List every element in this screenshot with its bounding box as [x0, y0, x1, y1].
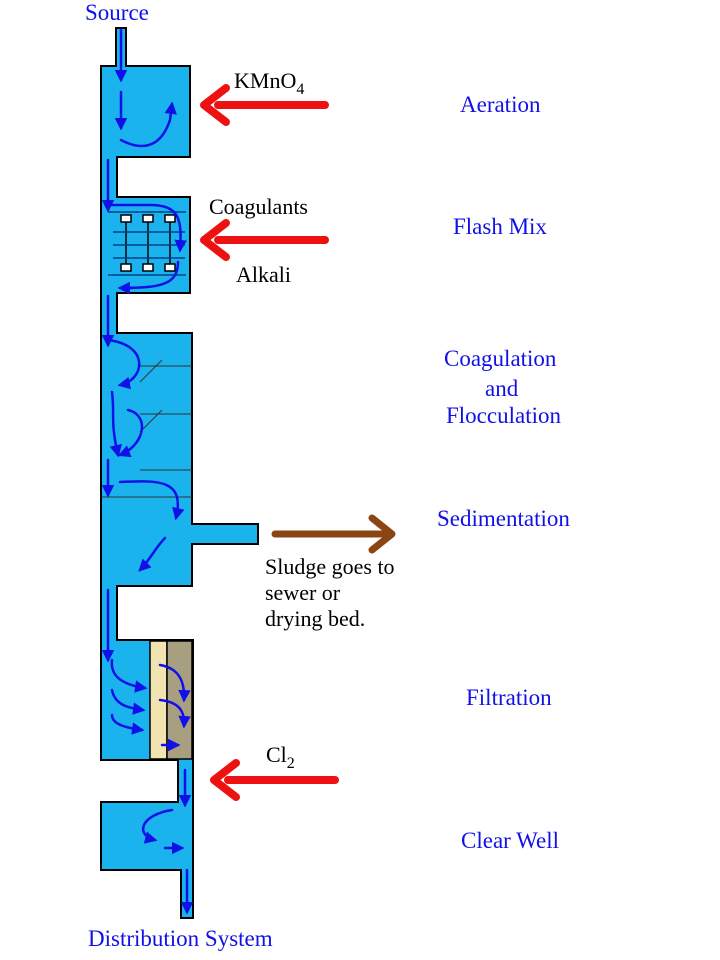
alkali-label: Alkali — [236, 262, 291, 287]
aeration-tank — [100, 65, 191, 158]
sludge-label-line2: sewer or — [265, 580, 341, 605]
coagulation-basin — [100, 332, 193, 587]
flow-arrows — [101, 28, 194, 915]
coagulants-label: Coagulants — [209, 194, 308, 219]
stage-and: and — [485, 376, 519, 401]
chemical-arrows — [200, 84, 339, 801]
source-label: Source — [85, 0, 149, 25]
stage-flocculation: Flocculation — [446, 403, 561, 428]
stage-coagulation: Coagulation — [444, 346, 557, 371]
stage-filtration: Filtration — [466, 685, 552, 710]
kmno4-label: KMnO4 — [234, 68, 304, 98]
sludge-label-line1: Sludge goes to — [265, 554, 395, 579]
kmno4-arrow — [200, 84, 329, 126]
impeller-icon — [108, 211, 186, 276]
coagulant-arrow — [200, 219, 329, 261]
stage-aeration: Aeration — [460, 92, 541, 117]
filter-media-layer — [166, 640, 193, 760]
distribution-label: Distribution System — [88, 926, 273, 951]
sludge-label-line3: drying bed. — [265, 606, 365, 631]
water-structure — [100, 27, 259, 919]
sludge-outlet-pipe — [191, 523, 259, 545]
stage-flash-mix: Flash Mix — [453, 214, 547, 239]
stage-sedimentation: Sedimentation — [437, 506, 570, 531]
sludge-arrow — [271, 514, 396, 554]
chlorine-arrow — [210, 759, 339, 801]
stage-clear-well: Clear Well — [461, 828, 559, 853]
filter-media — [149, 640, 193, 760]
chlorine-label: Cl2 — [266, 742, 295, 772]
